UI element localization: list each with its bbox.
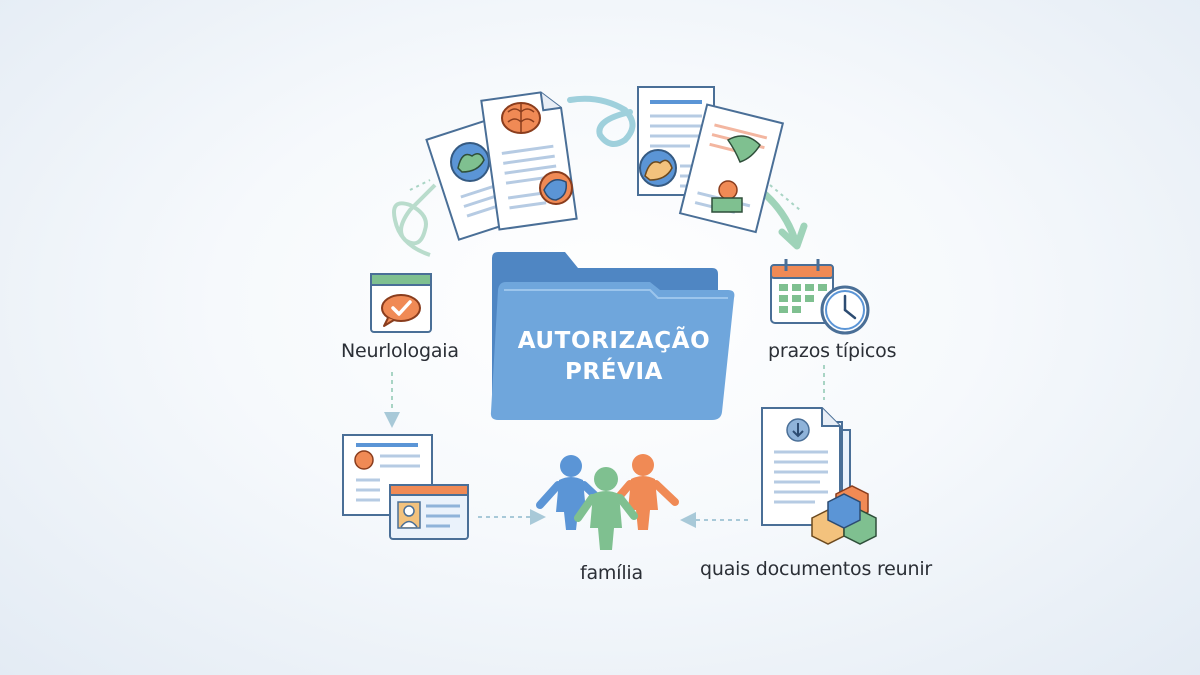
label-neurology: Neurlologaia: [341, 340, 459, 362]
label-deadlines: prazos típicos: [768, 340, 897, 362]
blocks-icon: [811, 485, 877, 545]
muscle-icon: [639, 149, 677, 187]
organ-icon: [539, 171, 573, 205]
folder-icon: [490, 252, 735, 420]
folder-title-line2: PRÉVIA: [564, 359, 664, 385]
muscle-icon: [450, 142, 490, 182]
connector-swirl-top: [567, 95, 636, 147]
id-card-icon: [389, 484, 469, 540]
anatomy-icon: [711, 135, 761, 213]
family-member-blue: [536, 455, 604, 530]
clock-icon: [820, 285, 870, 335]
folder-title: AUTORIZAÇÃO PRÉVIA: [500, 326, 728, 388]
brain-icon: [501, 102, 541, 134]
family-icon: [536, 454, 679, 550]
connector-loop-left: [392, 183, 437, 257]
family-member-green: [574, 467, 638, 550]
family-member-orange: [614, 454, 679, 530]
label-family: família: [580, 562, 643, 584]
folder-title-line1: AUTORIZAÇÃO: [517, 328, 711, 354]
document-stack-icon: [761, 407, 851, 526]
label-documents: quais documentos reunir: [700, 558, 933, 580]
calendar-icon: [770, 259, 834, 324]
chat-check-icon: [370, 273, 432, 333]
